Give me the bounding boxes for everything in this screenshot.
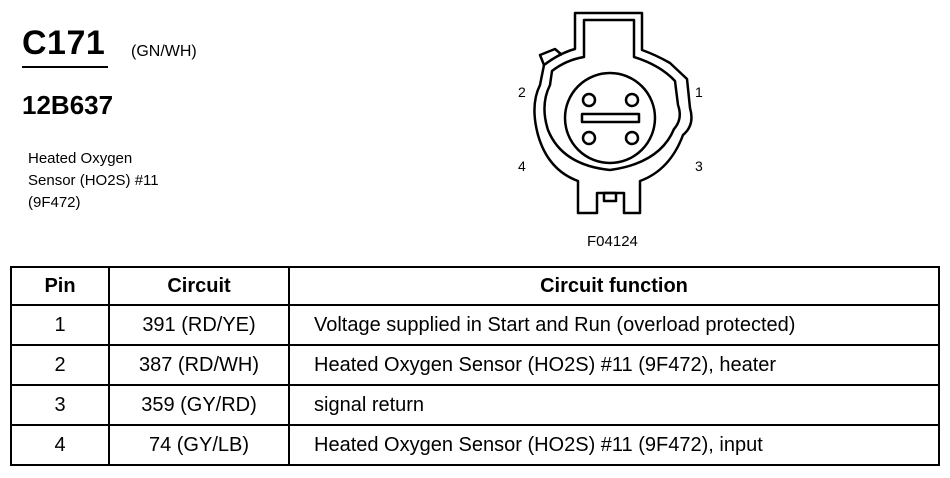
terminal-1 bbox=[624, 92, 640, 108]
pin-table: Pin Circuit Circuit function 1 391 (RD/Y… bbox=[10, 266, 940, 466]
pin-cell: 3 bbox=[10, 384, 110, 426]
polarity-key bbox=[602, 191, 618, 203]
table-row: 4 74 (GY/LB) Heated Oxygen Sensor (HO2S)… bbox=[10, 424, 940, 466]
function-cell: signal return bbox=[288, 384, 940, 426]
terminal-face-ring bbox=[563, 71, 657, 165]
part-number: 12B637 bbox=[22, 90, 114, 120]
pin-cell: 1 bbox=[10, 304, 110, 346]
circuit-cell: 391 (RD/YE) bbox=[108, 304, 290, 346]
locking-tab bbox=[538, 47, 563, 66]
terminal-4 bbox=[581, 130, 597, 146]
column-header-circuit: Circuit bbox=[108, 266, 290, 306]
table-row: 2 387 (RD/WH) Heated Oxygen Sensor (HO2S… bbox=[10, 344, 940, 386]
table-row: 3 359 (GY/RD) signal return bbox=[10, 384, 940, 426]
column-header-function: Circuit function bbox=[288, 266, 940, 306]
pin-label-1: 1 bbox=[695, 84, 703, 100]
pin-label-2: 2 bbox=[518, 84, 526, 100]
function-cell: Voltage supplied in Start and Run (overl… bbox=[288, 304, 940, 346]
table-row: 1 391 (RD/YE) Voltage supplied in Start … bbox=[10, 304, 940, 346]
component-line: Sensor (HO2S) #11 bbox=[28, 172, 159, 189]
table-header-row: Pin Circuit Circuit function bbox=[10, 266, 940, 306]
component-description: Heated Oxygen Sensor (HO2S) #11 (9F472) bbox=[28, 148, 159, 214]
circuit-cell: 387 (RD/WH) bbox=[108, 344, 290, 386]
circuit-cell: 74 (GY/LB) bbox=[108, 424, 290, 466]
component-line: Heated Oxygen bbox=[28, 150, 133, 167]
pin-label-3: 3 bbox=[695, 158, 703, 174]
connector-diagram: 2 1 4 3 bbox=[518, 11, 703, 215]
terminal-3 bbox=[624, 130, 640, 146]
connector-housing-outline bbox=[533, 11, 693, 215]
column-header-pin: Pin bbox=[10, 266, 110, 306]
function-cell: Heated Oxygen Sensor (HO2S) #11 (9F472),… bbox=[288, 344, 940, 386]
figure-code: F04124 bbox=[587, 233, 638, 250]
title-underline bbox=[22, 66, 108, 68]
connector-id: C171 bbox=[22, 24, 106, 62]
circuit-cell: 359 (GY/RD) bbox=[108, 384, 290, 426]
wire-color: (GN/WH) bbox=[131, 43, 197, 60]
pin-cell: 2 bbox=[10, 344, 110, 386]
connector-inner-outline bbox=[543, 18, 682, 172]
pin-cell: 4 bbox=[10, 424, 110, 466]
terminal-2 bbox=[581, 92, 597, 108]
pin-label-4: 4 bbox=[518, 158, 526, 174]
function-cell: Heated Oxygen Sensor (HO2S) #11 (9F472),… bbox=[288, 424, 940, 466]
terminal-divider bbox=[580, 112, 641, 124]
component-line: (9F472) bbox=[28, 194, 81, 211]
